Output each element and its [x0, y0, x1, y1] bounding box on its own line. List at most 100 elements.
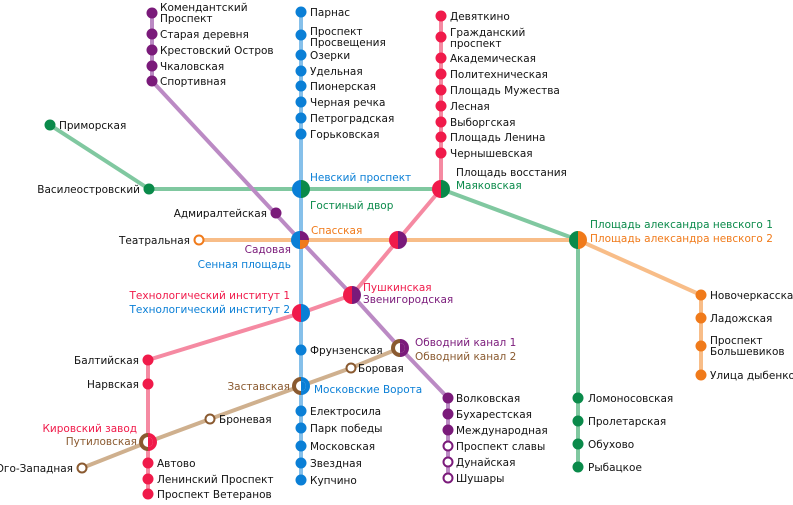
station-label: Крестовский Остров [160, 45, 274, 57]
station-label: Чкаловская [160, 61, 224, 73]
station-dot[interactable] [572, 415, 584, 427]
station-label: Ленинский Проспект [157, 474, 274, 486]
station-dot[interactable] [295, 80, 307, 92]
transfer-vosstaniya[interactable] [432, 180, 450, 198]
station-dot[interactable] [295, 457, 307, 469]
station-label: Технологический институт 1 [129, 290, 290, 302]
station-label: Фрунзенская [310, 345, 383, 357]
station-dot[interactable] [695, 312, 707, 324]
station-dot[interactable] [142, 473, 154, 485]
station-dot[interactable] [295, 96, 307, 108]
station-label: Нарвская [87, 379, 139, 391]
station-label: Площадь александра невского 2 [590, 233, 773, 245]
station-dot[interactable] [146, 44, 158, 56]
station-label: Чернышевская [450, 148, 533, 160]
station-dot[interactable] [572, 461, 584, 473]
station-dot[interactable] [143, 183, 155, 195]
station-label: Шушары [456, 473, 504, 485]
station-label: Пионерская [310, 81, 376, 93]
station-label: Пролетарская [588, 416, 666, 428]
station-label: Политехническая [450, 69, 548, 81]
stations [44, 6, 707, 500]
station-dot[interactable] [295, 474, 307, 486]
station-dot[interactable] [295, 49, 307, 61]
station-dot[interactable] [146, 7, 158, 19]
station-dot[interactable] [345, 362, 357, 374]
station-label: Ладожская [710, 313, 772, 325]
station-label: Театральная [118, 235, 190, 247]
station-label: Девяткино [450, 11, 510, 23]
station-label: Парнас [310, 7, 350, 19]
station-dot[interactable] [76, 462, 88, 474]
station-dot[interactable] [295, 344, 307, 356]
station-label: Балтийская [74, 355, 139, 367]
station-label: Удельная [310, 66, 363, 78]
station-dot[interactable] [435, 68, 447, 80]
station-label: Проспект славы [456, 441, 545, 453]
station-label: Купчино [310, 475, 357, 487]
transfer-anevsky[interactable] [569, 231, 587, 249]
station-dot[interactable] [44, 119, 56, 131]
station-dot[interactable] [295, 440, 307, 452]
station-dot[interactable] [435, 131, 447, 143]
station-dot[interactable] [295, 112, 307, 124]
station-dot[interactable] [435, 116, 447, 128]
transfer-kirovsky[interactable] [139, 433, 157, 451]
station-dot[interactable] [435, 100, 447, 112]
station-dot[interactable] [442, 408, 454, 420]
station-dot[interactable] [435, 10, 447, 22]
station-dot[interactable] [295, 6, 307, 18]
station-dot[interactable] [270, 207, 282, 219]
station-dot[interactable] [435, 31, 447, 43]
station-dot[interactable] [295, 422, 307, 434]
station-label: Заставская [227, 381, 290, 393]
station-label: Звездная [310, 458, 362, 470]
station-dot[interactable] [142, 378, 154, 390]
station-dot[interactable] [435, 52, 447, 64]
station-label: Сенная площадь [198, 259, 291, 271]
station-dot[interactable] [442, 456, 454, 468]
station-dot[interactable] [572, 438, 584, 450]
station-dot[interactable] [146, 60, 158, 72]
transfer-obvodny[interactable] [391, 339, 409, 357]
station-dot[interactable] [435, 147, 447, 159]
station-dot[interactable] [442, 392, 454, 404]
station-dot[interactable] [142, 354, 154, 366]
station-dot[interactable] [442, 440, 454, 452]
station-dot[interactable] [295, 128, 307, 140]
station-dot[interactable] [295, 65, 307, 77]
station-dot[interactable] [146, 75, 158, 87]
station-dot[interactable] [295, 29, 307, 41]
station-label: Звенигородская [363, 294, 453, 306]
station-dot[interactable] [442, 424, 454, 436]
station-dot[interactable] [435, 84, 447, 96]
station-dot[interactable] [442, 472, 454, 484]
transfer-sennaya[interactable] [291, 231, 309, 249]
station-label: Гражданский [450, 27, 525, 39]
station-dot[interactable] [695, 369, 707, 381]
station-label: Невский проспект [310, 172, 411, 184]
transfer-ligovsky[interactable] [389, 231, 407, 249]
transfer-stations [139, 180, 587, 451]
station-dot[interactable] [142, 457, 154, 469]
transfer-tekhnolog[interactable] [292, 304, 310, 322]
station-label: Площадь александра невского 1 [590, 219, 773, 231]
station-dot[interactable] [146, 28, 158, 40]
station-label: Боровая [358, 363, 404, 375]
station-dot[interactable] [695, 289, 707, 301]
station-label: Броневая [219, 414, 272, 426]
station-dot[interactable] [142, 488, 154, 500]
station-dot[interactable] [695, 340, 707, 352]
station-label: Московские Ворота [314, 384, 422, 396]
station-dot[interactable] [204, 413, 216, 425]
station-label: Проспект [160, 13, 213, 25]
transfer-zastavskaya[interactable] [292, 377, 310, 395]
station-dot[interactable] [572, 392, 584, 404]
station-dot[interactable] [295, 405, 307, 417]
station-label: Петроградская [310, 113, 394, 125]
transfer-nevsky[interactable] [292, 180, 310, 198]
station-dot[interactable] [193, 234, 205, 246]
station-label: Путиловская [66, 436, 137, 448]
station-label: Площадь восстания [456, 167, 567, 179]
transfer-pushkinskaya[interactable] [343, 286, 361, 304]
